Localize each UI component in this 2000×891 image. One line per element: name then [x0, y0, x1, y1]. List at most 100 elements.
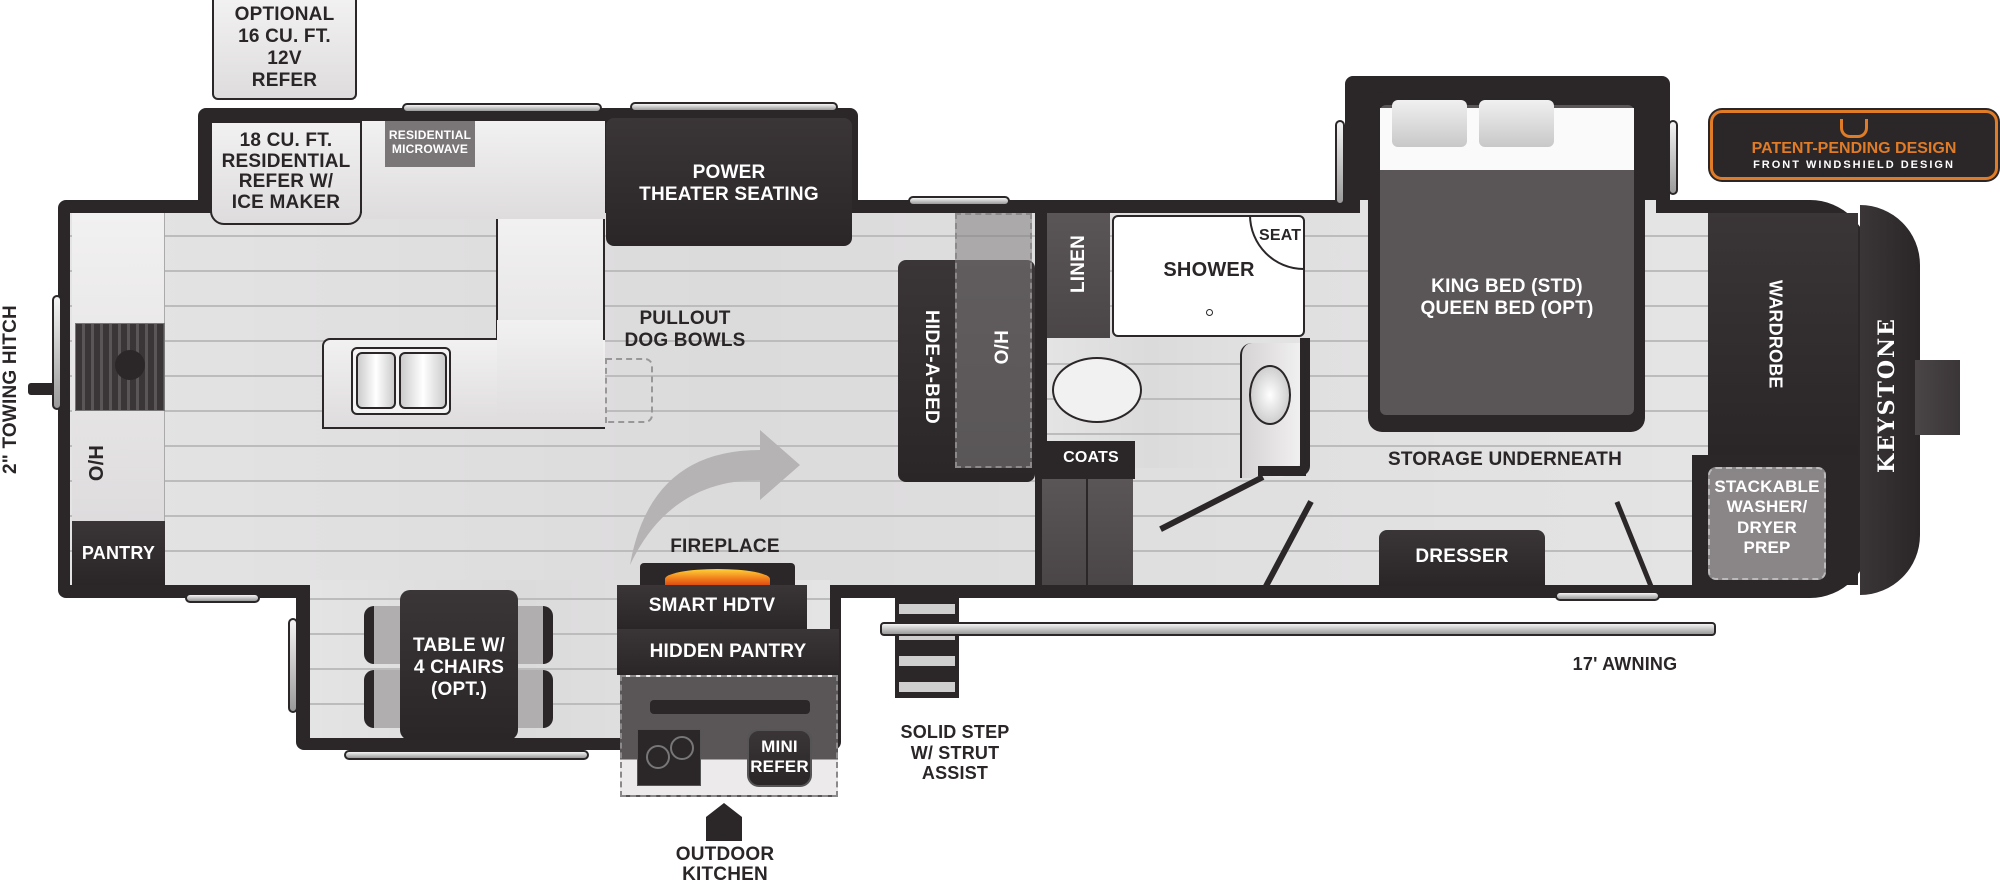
kitchen-pantry: PANTRY — [72, 521, 165, 585]
sink-bowl-icon — [1249, 365, 1291, 425]
window-bedroom-left — [1335, 120, 1345, 205]
step-line: SOLID STEP — [900, 722, 1010, 742]
hide-a-bed-overhead-label: O/H — [992, 330, 1013, 365]
theater-line: POWER — [692, 162, 766, 183]
coat-cabinet — [1040, 479, 1133, 585]
microwave-line: RESIDENTIAL — [388, 128, 472, 142]
window-theater — [630, 102, 838, 112]
step-line: W/ STRUT ASSIST — [910, 742, 1000, 784]
bed-label: KING BED (STD) QUEEN BED (OPT) — [1380, 276, 1634, 320]
washer-dryer-line: DRYER — [1737, 517, 1797, 537]
dining-table: TABLE W/ 4 CHAIRS (OPT.) — [400, 590, 518, 740]
window-bedroom-right — [1668, 120, 1678, 195]
window-kitchen — [402, 103, 602, 113]
refer-line: 18 CU. FT. — [239, 130, 333, 151]
refer-line: REFER W/ — [238, 171, 334, 193]
washer-dryer-line: WASHER/ — [1726, 497, 1808, 517]
residential-refer: 18 CU. FT. RESIDENTIAL REFER W/ ICE MAKE… — [210, 121, 362, 225]
bath-wall-curve — [1300, 338, 1310, 476]
burner-icon — [115, 350, 145, 380]
dresser-label: DRESSER — [1415, 546, 1509, 567]
brand-keystone: KEYSTONE — [1874, 317, 1900, 473]
pillow — [1479, 100, 1554, 147]
theater-line: THEATER SEATING — [639, 183, 819, 205]
optional-refer-line: 12V — [267, 47, 302, 69]
chair — [515, 670, 553, 728]
dog-bowls-line: DOG BOWLS — [624, 329, 746, 351]
coats-closet: COATS — [1047, 441, 1135, 479]
window-door-left — [185, 593, 260, 603]
step-label: SOLID STEP W/ STRUT ASSIST — [880, 722, 1030, 784]
slide-direction-arrow-icon — [630, 430, 800, 565]
awning-bar — [880, 622, 1716, 636]
optional-refer-line: REFER — [251, 69, 318, 91]
entry-step — [895, 598, 959, 698]
window-dining-bottom — [344, 750, 589, 760]
fireplace-icon — [640, 563, 795, 589]
window-front-left — [52, 295, 62, 410]
patent-badge: PATENT-PENDING DESIGN FRONT WINDSHIELD D… — [1710, 110, 1998, 180]
hide-a-bed-overhead — [955, 213, 1032, 468]
outdoor-kitchen-line: OUTDOOR — [675, 844, 775, 865]
toilet-icon — [1052, 357, 1142, 423]
pullout-dog-bowls: PULLOUT DOG BOWLS — [610, 308, 760, 352]
towing-hitch-label: 2" TOWING HITCH — [0, 305, 21, 475]
double-sink — [351, 347, 451, 415]
optional-refer: OPTIONAL 16 CU. FT. 12V REFER — [212, 0, 357, 100]
badge-subtitle: FRONT WINDSHIELD DESIGN — [1753, 159, 1955, 171]
washer-dryer-line: STACKABLE — [1714, 477, 1820, 496]
wardrobe-label: WARDROBE — [1765, 280, 1786, 389]
outdoor-kitchen-line: KITCHEN — [682, 863, 768, 885]
sink-basin-left — [356, 352, 396, 409]
outdoor-grill-shelf — [650, 700, 810, 714]
pantry-label: PANTRY — [81, 542, 156, 563]
outdoor-kitchen-label: OUTDOOR KITCHEN — [655, 845, 795, 885]
dog-bowls-line: PULLOUT — [639, 308, 731, 329]
power-theater-seating: POWER THEATER SEATING — [606, 118, 852, 246]
stove-top — [75, 323, 165, 411]
window-bedroom-bottom — [1555, 591, 1660, 601]
hidden-pantry: HIDDEN PANTRY — [617, 629, 839, 675]
coats-label: COATS — [1063, 449, 1119, 466]
residential-microwave: RESIDENTIAL MICROWAVE — [385, 121, 475, 167]
washer-dryer-line: PREP — [1743, 538, 1791, 558]
optional-refer-line: OPTIONAL — [234, 4, 335, 25]
awning-label: 17' AWNING — [1572, 654, 1678, 674]
tv-label: SMART HDTV — [648, 595, 776, 616]
chair — [364, 670, 402, 728]
mini-refer-line: REFER — [750, 756, 809, 776]
window-dining-side — [288, 618, 298, 713]
hidden-pantry-label: HIDDEN PANTRY — [649, 641, 807, 662]
hide-a-bed-label: HIDE-A-BED — [920, 310, 942, 424]
table-line: 4 CHAIRS — [413, 656, 505, 678]
shower-seat-label: SEAT — [1259, 227, 1302, 244]
washer-dryer-prep: STACKABLE WASHER/ DRYER PREP — [1708, 467, 1826, 580]
smart-hdtv: SMART HDTV — [617, 585, 807, 629]
front-cap-band — [1860, 205, 1920, 595]
shower-drain-icon — [1206, 309, 1213, 316]
refer-line: RESIDENTIAL — [221, 150, 351, 172]
badge-title: PATENT-PENDING DESIGN — [1751, 140, 1957, 157]
chair — [515, 606, 553, 664]
microwave-line: MICROWAVE — [391, 141, 469, 156]
mini-refer-line: MINI — [761, 737, 798, 756]
outdoor-cooktop-icon — [637, 729, 701, 786]
window-hide-a-bed — [908, 196, 1010, 206]
wardrobe — [1708, 213, 1858, 455]
refer-line: ICE MAKER — [231, 191, 341, 213]
outdoor-kitchen-marker-icon — [706, 803, 742, 841]
kitchen-overhead-label: O/H — [86, 445, 108, 482]
linen-closet: LINEN — [1047, 213, 1110, 338]
table-line: TABLE W/ — [412, 635, 505, 656]
dresser: DRESSER — [1379, 530, 1545, 586]
pillow — [1392, 100, 1467, 147]
mini-refer: MINI REFER — [747, 729, 812, 787]
sink-basin-right — [399, 352, 447, 409]
shower: SEAT SHOWER — [1112, 215, 1305, 337]
bath-wall-bottom — [1258, 466, 1306, 476]
pin-box — [1915, 360, 1960, 435]
fireplace-label: FIREPLACE — [670, 536, 780, 557]
kitchen-island-join — [497, 320, 603, 427]
dog-bowls-outline — [605, 358, 653, 423]
bed-line: KING BED (STD) — [1431, 276, 1583, 297]
